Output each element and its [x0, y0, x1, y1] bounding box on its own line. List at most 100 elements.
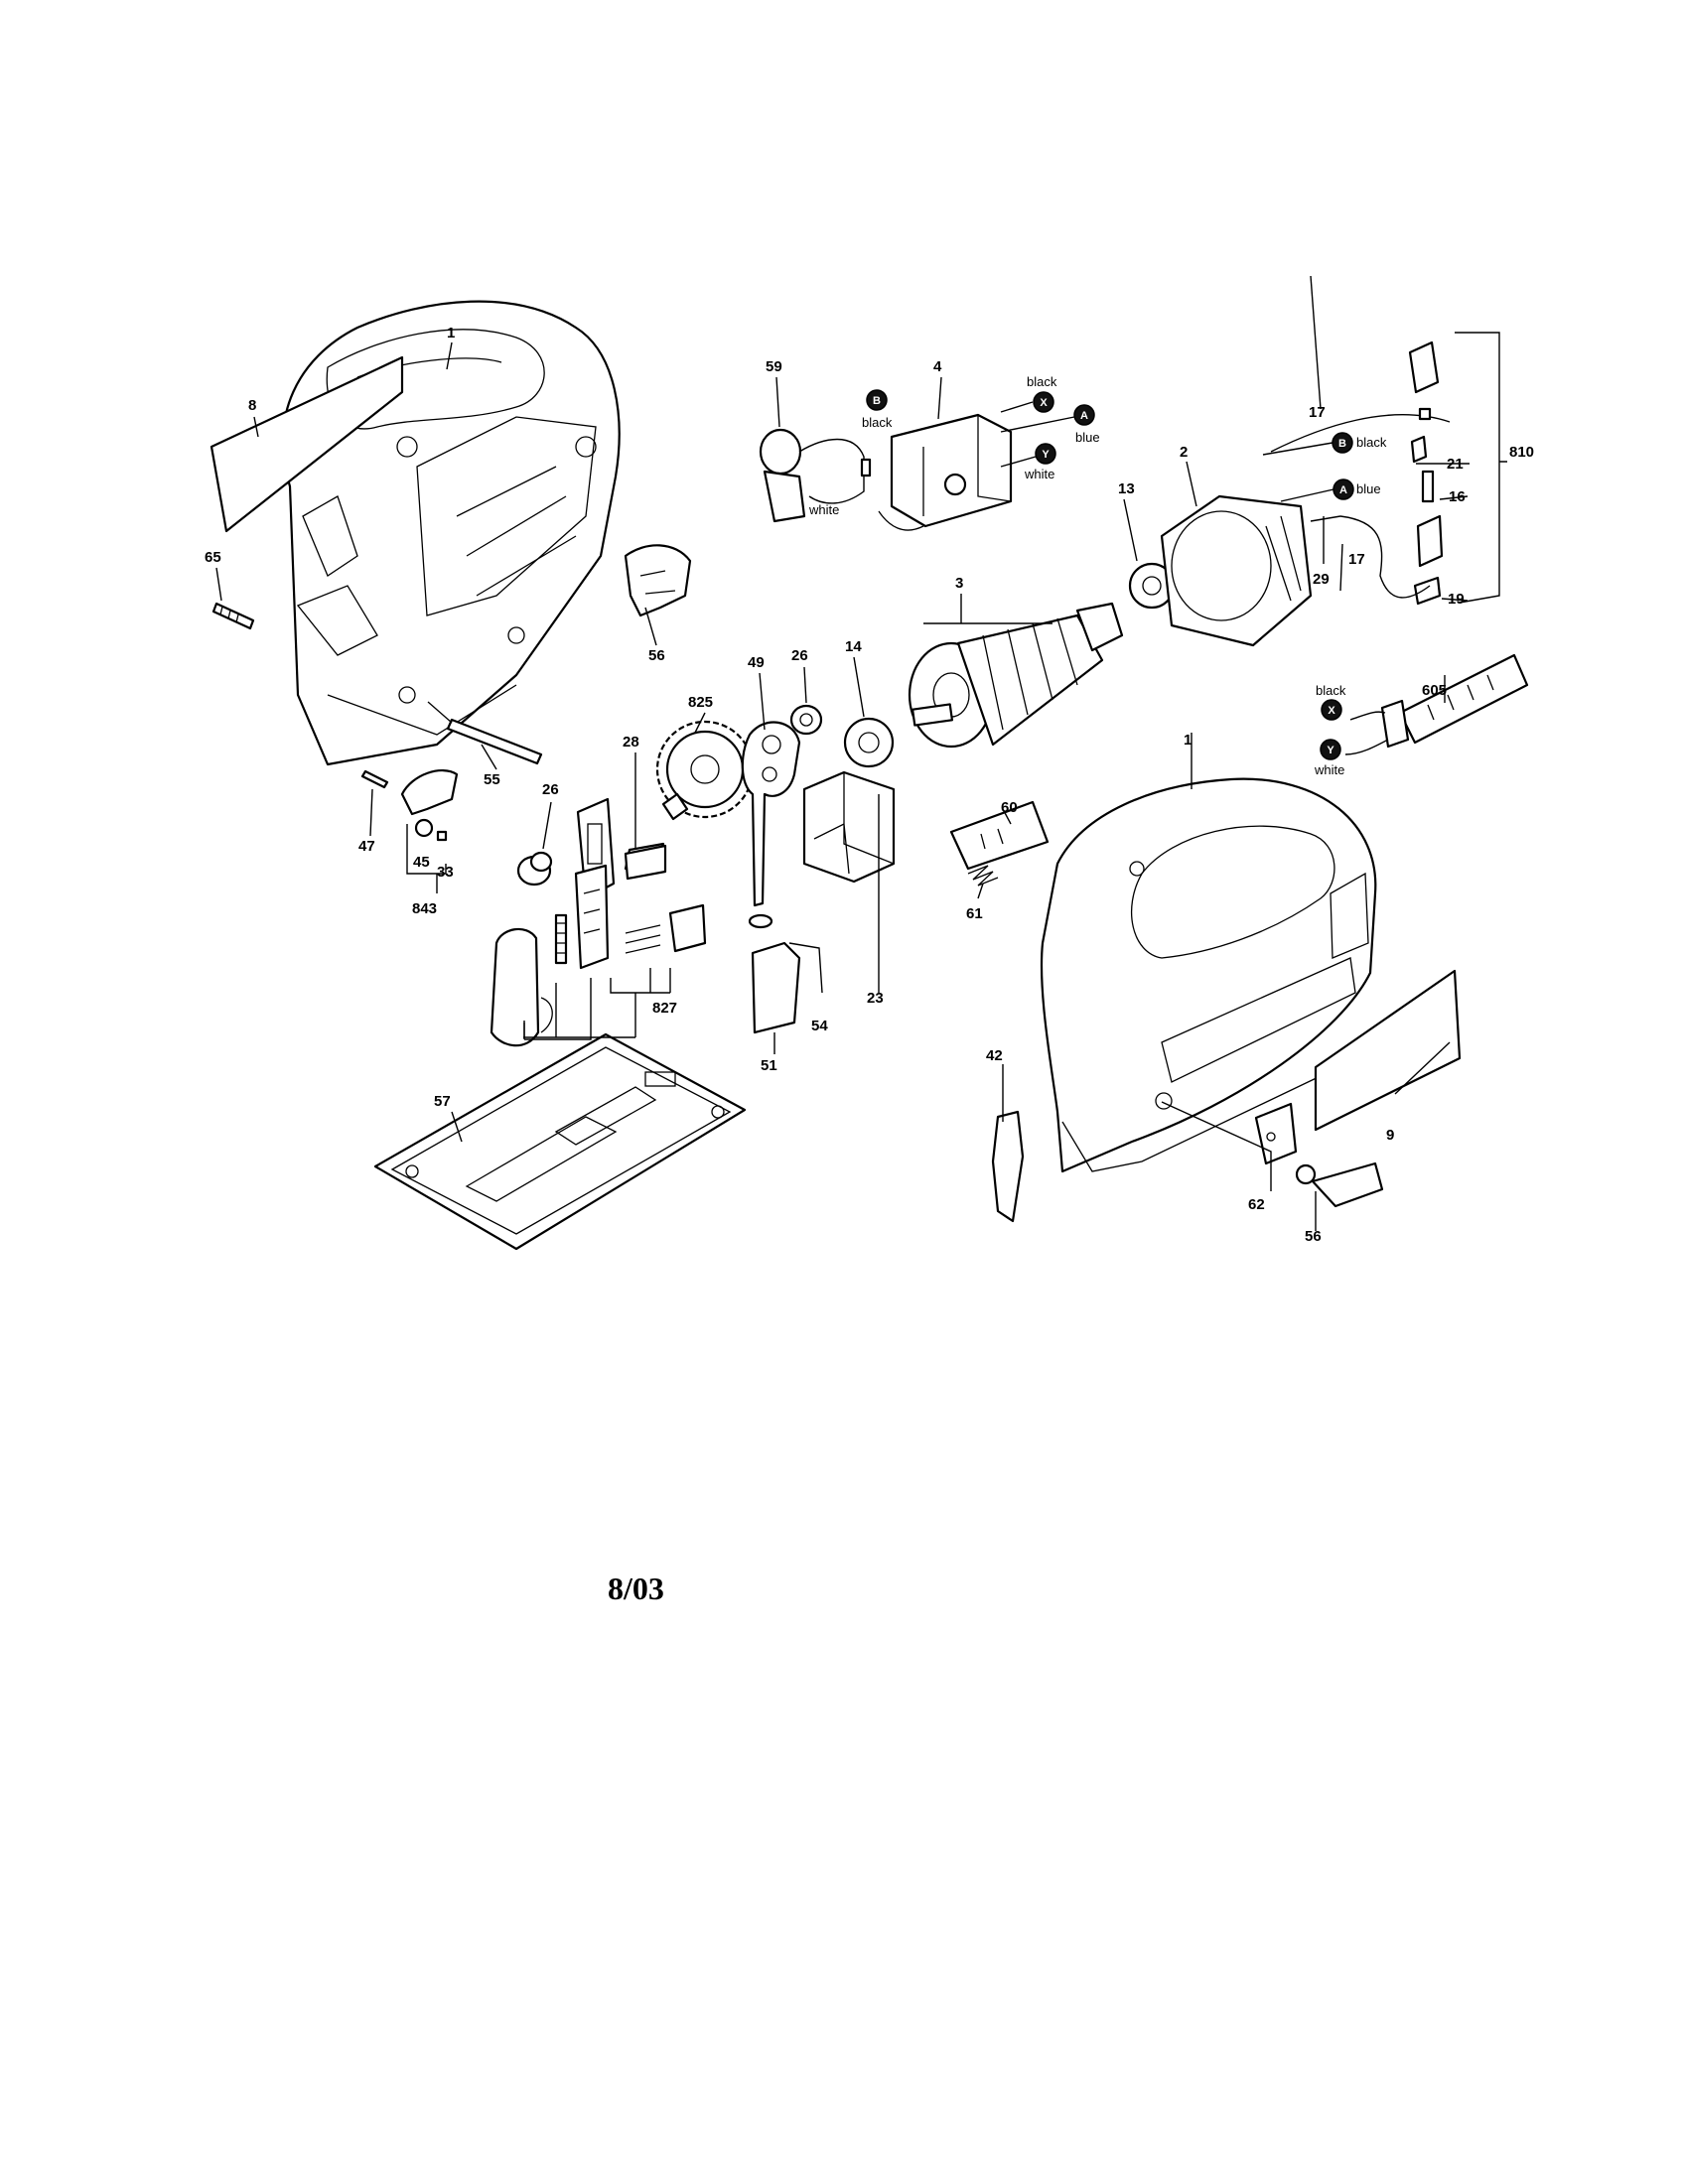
spring-61	[967, 865, 999, 887]
marker-a-1-text: A	[1080, 410, 1088, 422]
wire-label-black-3: black	[1356, 435, 1387, 450]
part-label-60: 60	[1001, 799, 1018, 816]
wire-label-white-2: white	[1024, 467, 1054, 481]
part-label-3: 3	[955, 575, 963, 592]
pad-54	[748, 913, 773, 929]
wire-label-white-3: white	[1314, 762, 1344, 777]
marker-y-2-text: Y	[1327, 745, 1334, 756]
wire-label-black-2: black	[1027, 374, 1057, 389]
wire-label-black-4: black	[1316, 683, 1346, 698]
bracket-28	[624, 844, 667, 881]
part-label-45: 45	[413, 854, 430, 871]
marker-b-2-text: B	[1338, 438, 1346, 450]
marker-a-2-text: A	[1339, 484, 1347, 496]
marker-y-1-text: Y	[1042, 449, 1050, 461]
power-cord-605	[1344, 653, 1529, 755]
wire-label-white-1: white	[808, 502, 839, 517]
guide-bracket-23	[802, 770, 896, 884]
marker-x-2-text: X	[1328, 705, 1335, 717]
part-label-4: 4	[933, 358, 942, 375]
marker-x-2	[1321, 699, 1342, 721]
part-label-21: 21	[1447, 456, 1464, 473]
part-label-59: 59	[766, 358, 782, 375]
part-label-2: 2	[1180, 444, 1188, 461]
marker-x-1	[1033, 391, 1054, 413]
brush-wire-17-lower	[1310, 515, 1431, 599]
roller-26-left	[516, 851, 553, 887]
blade-42	[991, 1110, 1025, 1223]
part-label-825: 825	[688, 694, 713, 711]
part-label-33: 33	[437, 864, 454, 881]
part-label-1-right: 1	[1184, 732, 1192, 749]
revision-date: 8/03	[608, 1570, 664, 1606]
part-label-56-right: 56	[1305, 1228, 1322, 1245]
part-label-49: 49	[748, 654, 765, 671]
marker-a-1	[1073, 404, 1095, 426]
label-plate-9-right	[1314, 969, 1462, 1132]
knob-56-right	[1295, 1161, 1384, 1208]
marker-y-2	[1320, 739, 1341, 760]
part-label-62: 62	[1248, 1196, 1265, 1213]
leader-lines	[215, 275, 1470, 1231]
part-label-56-left: 56	[648, 647, 665, 664]
label-plate-8-left	[210, 355, 404, 533]
part-label-810: 810	[1509, 444, 1534, 461]
marker-b-1-text: B	[873, 395, 881, 407]
part-label-47: 47	[358, 838, 375, 855]
switch-4	[878, 413, 1013, 531]
part-label-57: 57	[434, 1093, 451, 1110]
wire-color-labels: black white black blue white black blue …	[808, 374, 1387, 777]
marker-x-1-text: X	[1040, 397, 1048, 409]
wire-label-blue-1: blue	[1075, 430, 1100, 445]
part-label-54: 54	[811, 1018, 828, 1034]
plunger-rod-49	[741, 721, 801, 907]
wire-label-blue-2: blue	[1356, 481, 1381, 496]
lever-62	[1254, 1102, 1298, 1165]
part-label-605: 605	[1422, 682, 1447, 699]
part-label-26-left: 26	[542, 781, 559, 798]
cam-part-843	[400, 769, 459, 842]
right-housing-half	[1040, 777, 1377, 1173]
part-label-1-left: 1	[447, 325, 455, 341]
switch-part-56-left	[624, 544, 692, 617]
support-51	[751, 941, 801, 1034]
part-label-14: 14	[845, 638, 862, 655]
part-label-13: 13	[1118, 480, 1135, 497]
wire-label-black-1: black	[862, 415, 893, 430]
pin-55	[427, 701, 543, 765]
part-label-19: 19	[1448, 591, 1465, 608]
gear-825	[655, 720, 755, 821]
field-coil-2	[1160, 494, 1313, 647]
armature-3	[908, 602, 1124, 749]
part-label-65: 65	[205, 549, 221, 566]
brush-holder-810	[1408, 332, 1507, 606]
part-label-42: 42	[986, 1047, 1003, 1064]
wire-markers: B X A Y B A X Y	[866, 389, 1354, 760]
part-label-9: 9	[1386, 1127, 1394, 1144]
pin-47	[360, 769, 389, 789]
base-plate-57	[373, 1032, 747, 1251]
marker-b-1	[866, 389, 888, 411]
screw-65	[211, 602, 255, 630]
part-label-29: 29	[1313, 571, 1330, 588]
part-label-28: 28	[623, 734, 639, 751]
roller-26-middle	[789, 704, 823, 736]
part-label-55: 55	[484, 771, 500, 788]
part-label-827: 827	[652, 1000, 677, 1017]
part-label-51: 51	[761, 1057, 777, 1074]
part-label-17-lower: 17	[1348, 551, 1365, 568]
part-label-23: 23	[867, 990, 884, 1007]
part-number-labels: 1 8 65 56 55 47 45 33 843 26 28 825 49 2…	[205, 325, 1534, 1245]
marker-y-1	[1035, 443, 1056, 465]
part-label-16: 16	[1449, 488, 1466, 505]
part-label-17-top: 17	[1309, 404, 1326, 421]
brush-wire-17-top	[1270, 407, 1451, 453]
speed-control-59	[759, 428, 872, 523]
part-label-8-left: 8	[248, 397, 256, 414]
bearing-14	[843, 717, 895, 768]
part-label-61: 61	[966, 905, 983, 922]
left-housing-half	[281, 300, 621, 766]
part-label-843: 843	[412, 900, 437, 917]
part-label-26-middle: 26	[791, 647, 808, 664]
